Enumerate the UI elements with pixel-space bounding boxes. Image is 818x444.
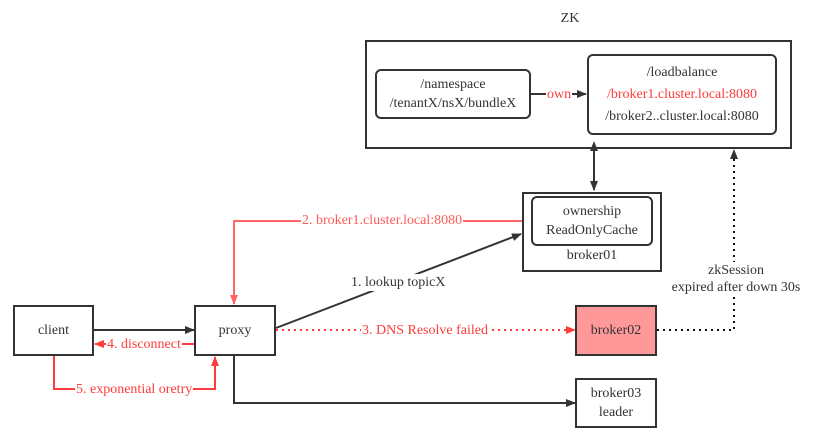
cache-line2: ReadOnlyCache bbox=[546, 223, 638, 238]
own-edge-label: own bbox=[546, 86, 573, 103]
retry-edge-label: 5. exponential oretry bbox=[75, 381, 194, 398]
proxy-label: proxy bbox=[218, 323, 252, 338]
namespace-node[interactable]: /namespace /tenantX/nsX/bundleX bbox=[375, 69, 531, 119]
client-label: client bbox=[37, 323, 70, 338]
proxy-node[interactable]: proxy bbox=[194, 305, 276, 356]
broker03-line2: leader bbox=[598, 405, 634, 420]
namespace-line2: /tenantX/nsX/bundleX bbox=[389, 96, 517, 111]
loadbalance-node[interactable]: /loadbalance /broker1.cluster.local:8080… bbox=[587, 54, 777, 135]
zk-session-edge-label: zkSession expired after down 30s bbox=[667, 262, 805, 296]
edge-proxy-broker03 bbox=[233, 356, 576, 407]
client-node[interactable]: client bbox=[13, 305, 94, 356]
zk-container[interactable] bbox=[365, 40, 792, 149]
dns-failed-edge-label: 3. DNS Resolve failed bbox=[361, 322, 489, 339]
zk-session-line2: expired after down 30s bbox=[671, 280, 801, 295]
broker03-node[interactable]: broker03 leader bbox=[575, 378, 657, 428]
broker03-line1: broker03 bbox=[590, 386, 642, 401]
namespace-line1: /namespace bbox=[420, 77, 486, 92]
loadbalance-entry-broker1: /broker1.cluster.local:8080 bbox=[606, 86, 758, 102]
zk-title: ZK bbox=[560, 11, 580, 26]
broker02-label: broker02 bbox=[590, 323, 642, 338]
edge-reply bbox=[230, 220, 531, 305]
zk-session-line1: zkSession bbox=[708, 263, 764, 278]
disconnect-edge-label: 4. disconnect bbox=[106, 336, 182, 353]
edge-zk-session bbox=[657, 149, 738, 331]
loadbalance-title: /loadbalance bbox=[646, 64, 718, 80]
loadbalance-entry-broker2: /broker2..cluster.local:8080 bbox=[605, 108, 759, 124]
reply-edge-label: 2. broker1.cluster.local:8080 bbox=[301, 212, 464, 229]
broker01-label: broker01 bbox=[566, 248, 618, 263]
broker02-node[interactable]: broker02 bbox=[575, 305, 657, 356]
lookup-edge-label: 1. lookup topicX bbox=[350, 274, 447, 291]
cache-line1: ownership bbox=[562, 204, 622, 219]
ownership-cache-node[interactable]: ownership ReadOnlyCache bbox=[531, 196, 653, 246]
